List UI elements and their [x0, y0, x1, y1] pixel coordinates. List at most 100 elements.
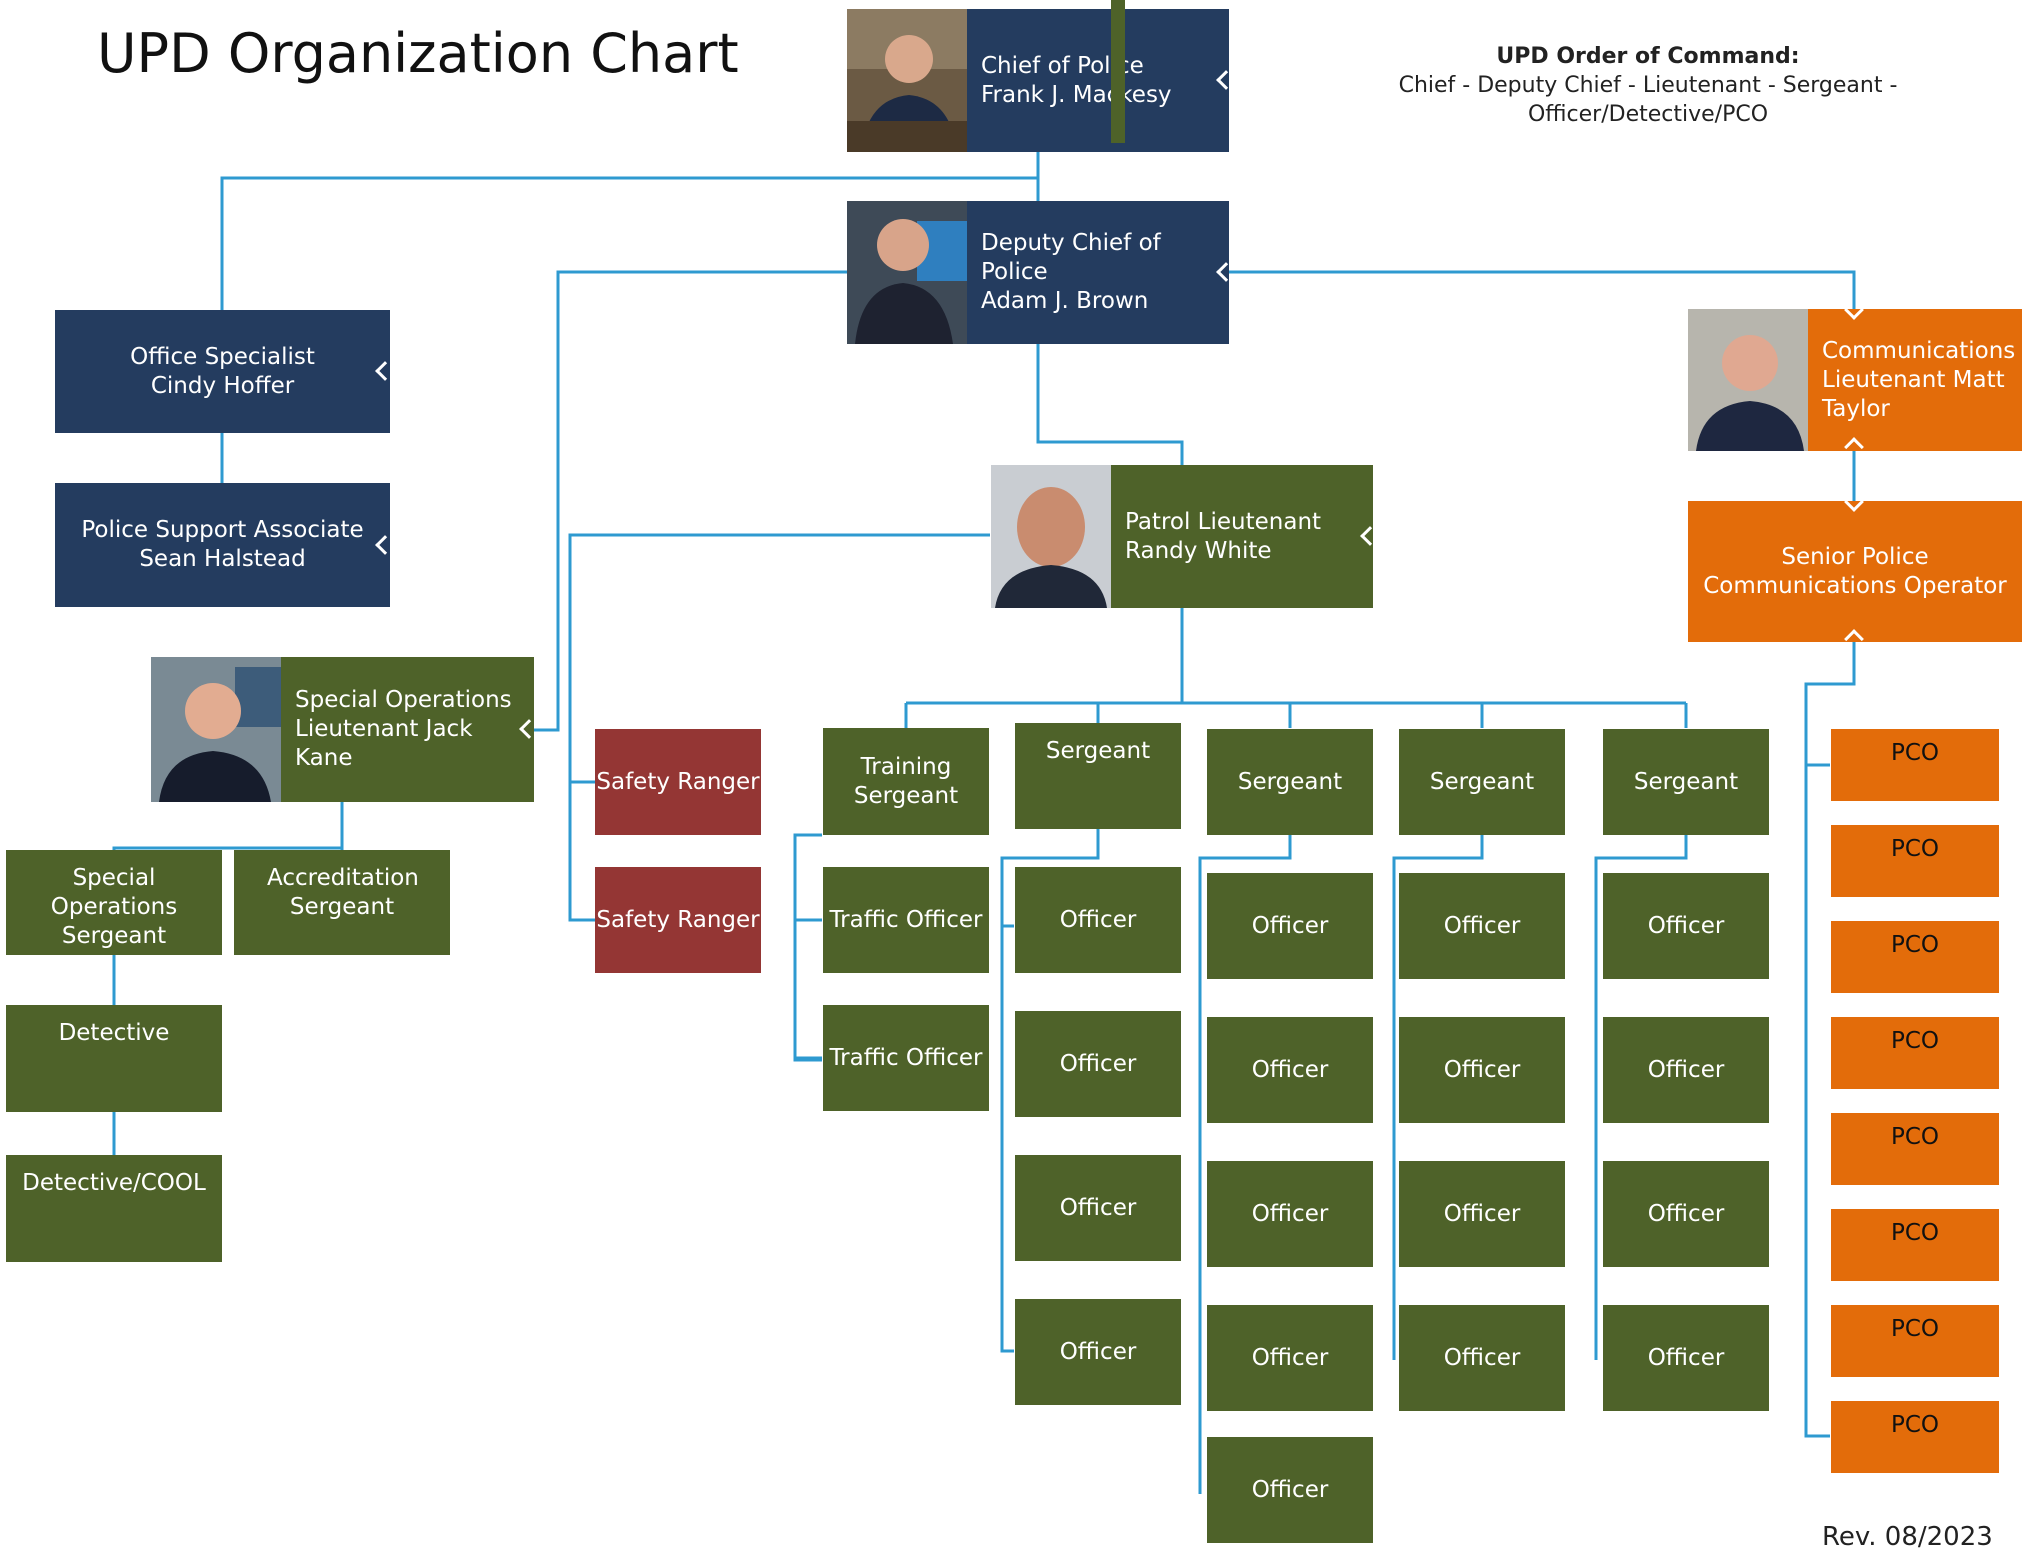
connector [1198, 835, 1292, 1494]
spec-ops-lt-box: Special Operations Lieutenant Jack Kane [281, 657, 534, 802]
deputy-box: Deputy Chief of Police Adam J. Brown [967, 201, 1229, 344]
pco-box: PCO [1831, 729, 1999, 801]
traffic-officer-label: Traffic Officer [829, 906, 983, 933]
comm-lt-photo [1688, 309, 1808, 451]
sergeant-box: Sergeant [1399, 729, 1565, 835]
training-sgt-box: Training Sergeant [823, 728, 989, 835]
officer-label: Officer [1059, 1050, 1137, 1077]
connector [1036, 344, 1184, 465]
pco-label: PCO [1890, 740, 1940, 766]
officer-box: Officer [1207, 1437, 1373, 1543]
comm-lt-box: Communications Lieutenant Matt Taylor [1808, 309, 2022, 451]
officer-box: Officer [1207, 1017, 1373, 1123]
portrait-icon [847, 9, 967, 152]
sergeant-label: Sergeant [1237, 768, 1343, 795]
pco-box: PCO [1831, 921, 1999, 993]
officer-label: Officer [1443, 1200, 1521, 1227]
safety-ranger-label: Safety Ranger [596, 768, 760, 795]
detective-cool-box: Detective/COOL [6, 1155, 222, 1262]
officer-box: Officer [1399, 1017, 1565, 1123]
spec-ops-sgt-box: Special Operations Sergeant [6, 850, 222, 955]
officer-box: Officer [1603, 1161, 1769, 1267]
pco-label: PCO [1890, 1028, 1940, 1054]
senior-pco-label: Senior Police Communications Operator [1703, 543, 2007, 599]
officer-label: Officer [1059, 906, 1137, 933]
sergeant-label: Sergeant [1045, 738, 1151, 764]
officer-box: Officer [1207, 873, 1373, 979]
officer-box: Officer [1399, 1305, 1565, 1411]
officer-label: Officer [1251, 1056, 1329, 1083]
sergeant-box: Sergeant [1015, 723, 1181, 829]
spec-ops-lt-photo [151, 657, 281, 802]
support-associate-name: Sean Halstead [139, 546, 306, 572]
pco-box: PCO [1831, 1401, 1999, 1473]
senior-pco-box: Senior Police Communications Operator [1688, 501, 2022, 642]
chief-photo [847, 9, 967, 152]
office-specialist-name: Cindy Hoffer [150, 372, 295, 399]
safety-ranger-box: Safety Ranger [595, 867, 761, 973]
pco-box: PCO [1831, 825, 1999, 897]
detective-box: Detective [6, 1005, 222, 1112]
pco-box: PCO [1831, 1305, 1999, 1377]
connector [530, 270, 847, 732]
pco-box: PCO [1831, 1017, 1999, 1089]
officer-box: Officer [1015, 1155, 1181, 1261]
chief-name: Frank J. Mackesy [981, 81, 1172, 108]
portrait-icon [1688, 309, 1808, 451]
detective-label: Detective [58, 1020, 170, 1046]
traffic-officer-label: Traffic Officer [829, 1044, 983, 1071]
deputy-name: Adam J. Brown [981, 288, 1149, 314]
sergeant-label: Sergeant [1633, 768, 1739, 795]
officer-box: Officer [1207, 1305, 1373, 1411]
deputy-photo [847, 201, 967, 344]
connector [112, 802, 344, 850]
portrait-icon [151, 657, 281, 802]
connector [793, 833, 822, 1062]
officer-box: Officer [1015, 1299, 1181, 1405]
officer-box: Officer [1603, 873, 1769, 979]
pco-label: PCO [1890, 1220, 1940, 1246]
accreditation-sgt-box: Accreditation Sergeant [234, 850, 450, 955]
pco-label: PCO [1890, 836, 1940, 862]
officer-box: Officer [1015, 867, 1181, 973]
officer-label: Officer [1443, 912, 1521, 939]
chief-box: Chief of Police Frank J. Mackesy [967, 9, 1229, 152]
officer-label: Officer [1647, 912, 1725, 939]
officer-label: Officer [1443, 1056, 1521, 1083]
officer-label: Officer [1647, 1056, 1725, 1083]
pco-label: PCO [1890, 932, 1940, 958]
officer-box: Officer [1207, 1161, 1373, 1267]
spec-ops-lt-label: Special Operations Lieutenant Jack Kane [295, 687, 512, 771]
pco-label: PCO [1890, 1316, 1940, 1342]
connector [1392, 835, 1484, 1360]
officer-label: Officer [1251, 1200, 1329, 1227]
officer-box: Officer [1015, 1011, 1181, 1117]
support-associate-title: Police Support Associate [81, 517, 364, 543]
pco-label: PCO [1890, 1124, 1940, 1150]
patrol-lt-title: Patrol Lieutenant [1125, 508, 1322, 535]
support-associate-box: Police Support Associate Sean Halstead [55, 483, 390, 607]
training-sgt-label: Training Sergeant [853, 753, 959, 809]
officer-label: Officer [1647, 1344, 1725, 1371]
spec-ops-sgt-label: Special Operations Sergeant [50, 865, 178, 949]
sergeant-label: Sergeant [1429, 768, 1535, 795]
accreditation-sgt-label: Accreditation Sergeant [267, 865, 419, 920]
officer-box: Officer [1399, 1161, 1565, 1267]
officer-label: Officer [1251, 912, 1329, 939]
order-of-command-heading: UPD Order of Command: [1496, 44, 1800, 69]
officer-label: Officer [1647, 1200, 1725, 1227]
chart-title: UPD Organization Chart [97, 22, 739, 85]
officer-label: Officer [1251, 1476, 1329, 1503]
officer-box: Officer [1603, 1017, 1769, 1123]
safety-ranger-label: Safety Ranger [596, 906, 760, 933]
detective-cool-label: Detective/COOL [22, 1170, 206, 1196]
traffic-officer-box: Traffic Officer [823, 867, 989, 973]
officer-box: Officer [1399, 873, 1565, 979]
officer-label: Officer [1443, 1344, 1521, 1371]
connector [1000, 829, 1100, 1353]
officer-label: Officer [1059, 1338, 1137, 1365]
officer-label: Officer [1251, 1344, 1329, 1371]
sergeant-box: Sergeant [1603, 729, 1769, 835]
pco-label: PCO [1890, 1412, 1940, 1438]
